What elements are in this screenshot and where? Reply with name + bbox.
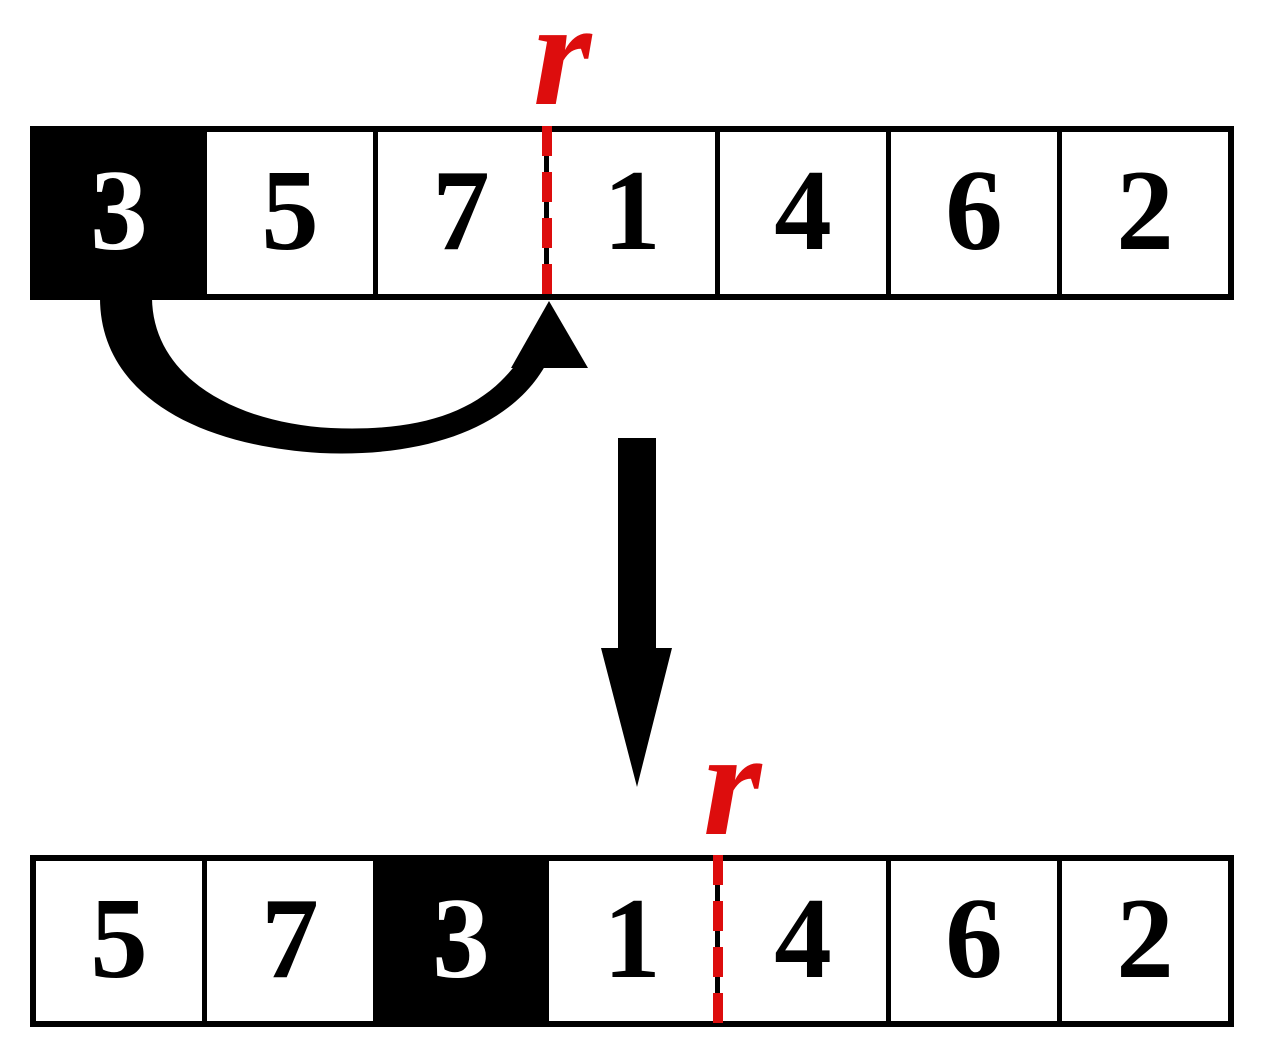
array-cell: 5 [202,132,373,294]
array-before: 3 5 7 1 4 6 2 [30,126,1234,300]
pointer-r-dashed-line [713,855,723,1035]
array-cell: 6 [886,132,1057,294]
curved-swap-arrow-icon [100,298,588,454]
array-after: 5 7 3 1 4 6 2 [30,855,1234,1027]
array-cell: 6 [886,861,1057,1021]
array-cell: 5 [36,861,202,1021]
array-cell: 2 [1057,132,1228,294]
pointer-r-dashed-line [542,126,552,308]
array-cell: 7 [373,132,544,294]
pointer-r-label: r [703,701,762,867]
array-cell: 1 [544,132,715,294]
array-cell: 4 [715,132,886,294]
array-cell: 4 [715,861,886,1021]
array-cell-highlighted: 3 [36,126,202,300]
array-cell: 2 [1057,861,1228,1021]
array-cell: 1 [544,861,715,1021]
pointer-r-label: r [533,0,592,137]
down-arrow-icon [601,438,672,787]
array-cell-highlighted: 3 [373,855,544,1027]
array-cell: 7 [202,861,373,1021]
